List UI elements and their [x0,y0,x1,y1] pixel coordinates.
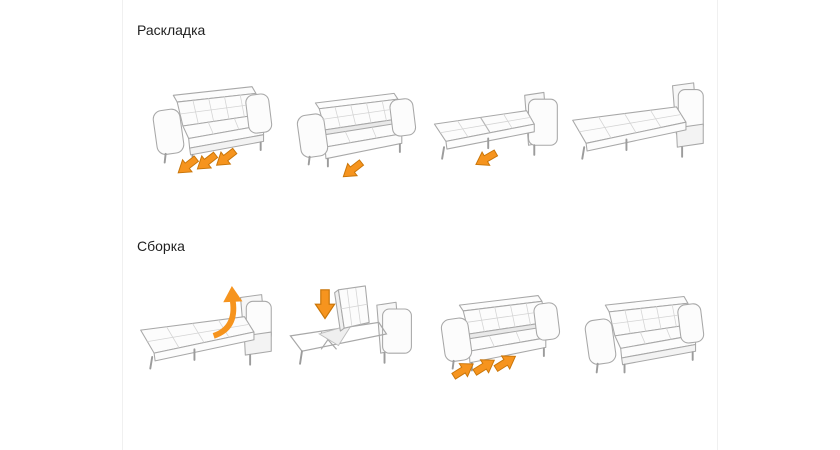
fold-step-2 [277,274,421,392]
pull-out-arrow-icon [338,155,367,184]
unfold-step-3 [421,68,565,186]
fold-step-4 [565,274,709,392]
lift-up-curved-arrow-icon [212,285,243,339]
sofa-assembled-pull-out-icon [152,86,273,180]
section-title-fold: Сборка [137,238,185,254]
sofa-seat-forward-icon [296,92,417,184]
fold-step-3 [421,274,565,392]
section-title-unfold: Раскладка [137,22,206,38]
sofa-assembled-icon [584,295,705,374]
unfold-step-1 [133,68,277,186]
fold-steps-row [133,274,707,392]
push-down-arrow-icon [314,289,336,320]
unfold-steps-row [133,68,707,186]
fold-step-1 [133,274,277,392]
unfold-step-4 [565,68,709,186]
content-panel: Раскладка [122,0,718,450]
unfold-step-2 [277,68,421,186]
sofa-unfolding-flat-icon [433,91,558,172]
frame-fold-down-icon [289,285,412,365]
pull-out-arrow-icon [471,145,501,172]
sofa-push-in-icon [440,295,561,384]
bed-unfolded-icon [572,82,704,160]
bed-lift-section-icon [140,285,272,370]
